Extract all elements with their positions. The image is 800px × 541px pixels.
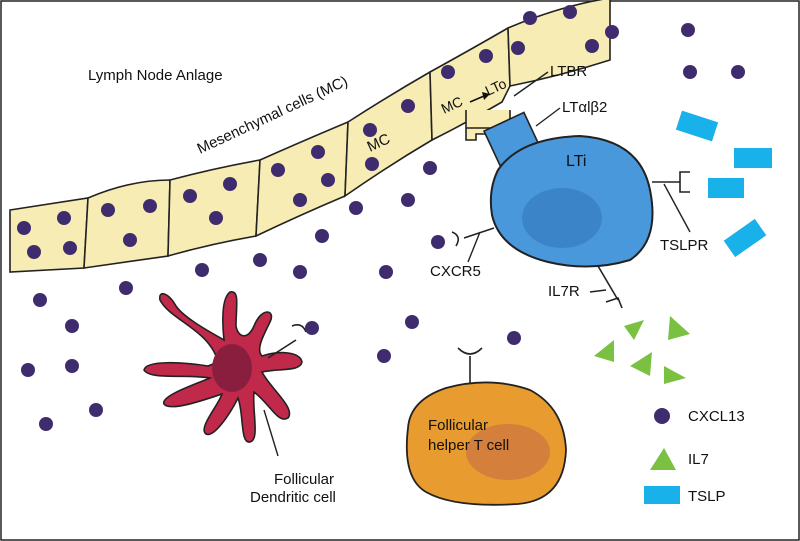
mc-nuclei [17, 5, 599, 259]
mc-to-lto-arrowhead [482, 92, 490, 100]
ltbr-leader-line [513, 71, 549, 97]
il7r-leader-line [589, 289, 607, 293]
ltbr-label: LTBR [550, 63, 587, 80]
lymph-node-anlage-label: Lymph Node Anlage [88, 67, 223, 84]
lti-nucleus [522, 188, 602, 248]
tfh-receptor [457, 347, 483, 384]
mesenchymal-cell [9, 197, 89, 273]
legend-il7-swatch [650, 448, 676, 470]
cxcr5-leader-line [467, 231, 481, 263]
legend: CXCL13 IL7 TSLP [644, 408, 745, 505]
mesenchymal-cell [83, 179, 171, 269]
legend-tslp-label: TSLP [688, 488, 726, 505]
il7-molecules [594, 316, 690, 384]
tslpr-receptor [652, 171, 690, 193]
mesenchymal-cell [167, 159, 261, 258]
cxcl13-free-dots [21, 23, 745, 431]
il7r-receptor [597, 265, 623, 309]
fdc-label-line1: Follicular [274, 471, 334, 488]
mc-to-lto-arrow [469, 95, 485, 103]
tfh-label-line2: helper T cell [428, 437, 509, 454]
t-cell-nucleus [466, 424, 550, 480]
ltab2-leader-line [535, 107, 561, 127]
lti-label: LTi [566, 153, 586, 170]
follicular-dendritic-cell [143, 291, 303, 443]
legend-cxcl13-label: CXCL13 [688, 408, 745, 425]
mesenchymal-cell [344, 70, 433, 198]
tslpr-label: TSLPR [660, 237, 709, 254]
tslpr-leader-line [663, 183, 691, 233]
tfh-label-line1: Follicular [428, 417, 488, 434]
lt-alpha-beta2-label: LTαlβ2 [562, 99, 607, 116]
cxcr5-receptor [451, 227, 495, 247]
fdc-label-line2: Dendritic cell [250, 489, 336, 506]
legend-tslp-swatch [644, 486, 680, 504]
cxcr5-label: CXCR5 [430, 263, 481, 280]
tslp-molecules [675, 110, 772, 258]
fdc-receptor [267, 324, 307, 359]
il7r-label: IL7R [548, 283, 580, 300]
legend-il7-label: IL7 [688, 451, 709, 468]
fdc-leader-line [263, 409, 279, 457]
legend-cxcl13-swatch [654, 408, 670, 424]
